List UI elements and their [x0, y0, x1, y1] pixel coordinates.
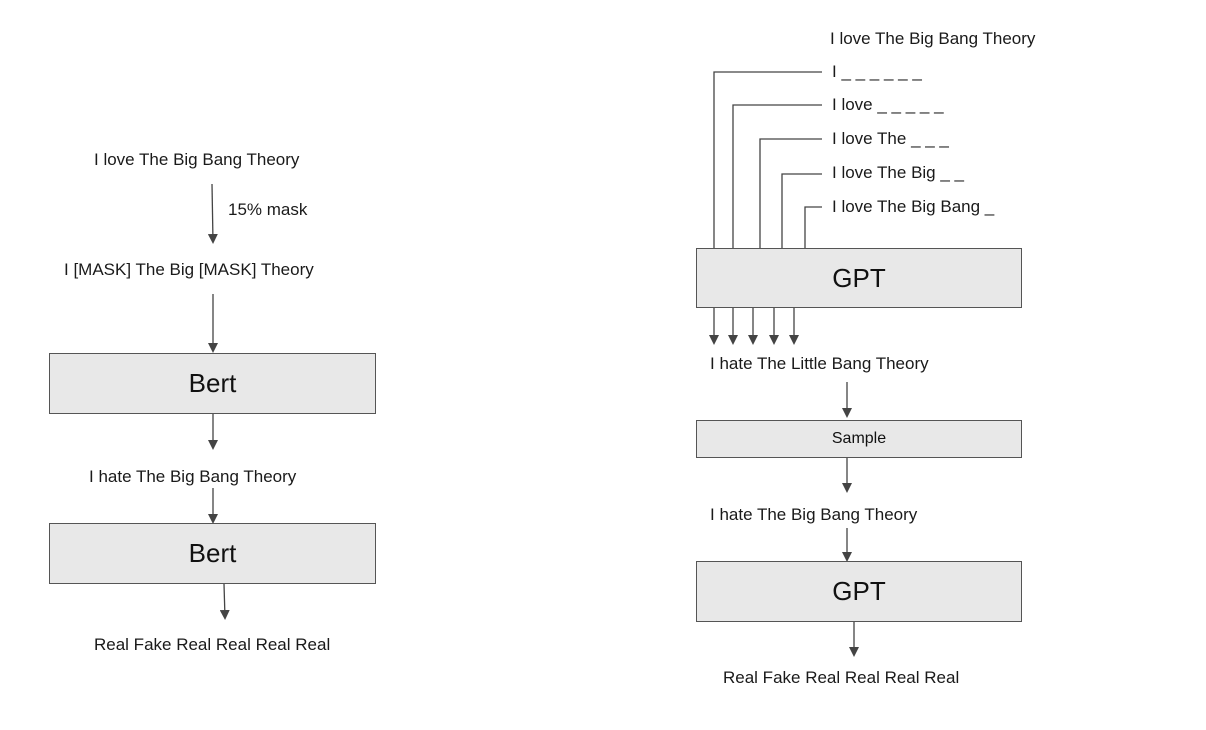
bert-input-text: I love The Big Bang Theory [94, 150, 300, 169]
bert-output-labels: Real Fake Real Real Real Real [94, 635, 331, 654]
gpt-sampled-text: I hate The Big Bang Theory [710, 505, 918, 524]
gpt-generator-box: GPT [696, 248, 1022, 308]
bert-generator-box: Bert [49, 353, 376, 414]
connector-prefix-1 [713, 71, 822, 248]
connector-prefix-5 [804, 206, 822, 248]
gpt-prefix-5: I love The Big Bang _ [832, 197, 995, 216]
connector-prefix-3 [759, 138, 822, 248]
gpt-predicted-text: I hate The Little Bang Theory [710, 354, 929, 373]
gpt-prefix-2: I love _ _ _ _ _ [832, 95, 944, 114]
gpt-discriminator-box: GPT [696, 561, 1022, 622]
bert-masked-text: I [MASK] The Big [MASK] Theory [64, 260, 314, 279]
sample-box: Sample [696, 420, 1022, 458]
gpt-prefix-4: I love The Big _ _ [832, 163, 964, 182]
arrow-discriminator-to-output [219, 583, 230, 620]
mask-ratio-label: 15% mask [228, 200, 308, 219]
bert-discriminator-box: Bert [49, 523, 376, 584]
gpt-output-labels: Real Fake Real Real Real Real [723, 668, 960, 687]
bert-generated-text: I hate The Big Bang Theory [89, 467, 297, 486]
arrow-input-to-masked [207, 183, 218, 244]
connector-prefix-2 [732, 104, 822, 248]
gpt-prefix-3: I love The _ _ _ [832, 129, 949, 148]
connector-prefix-4 [781, 173, 822, 248]
gpt-input-text: I love The Big Bang Theory [830, 29, 1036, 48]
gpt-prefix-1: I _ _ _ _ _ _ [832, 62, 922, 81]
